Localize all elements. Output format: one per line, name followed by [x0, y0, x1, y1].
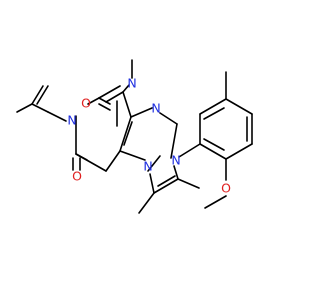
bond [173, 165, 179, 180]
bond [75, 153, 107, 172]
bond [178, 143, 201, 158]
atom-label-nitrogen: N [151, 101, 160, 116]
bond [47, 111, 67, 122]
bond [203, 138, 225, 151]
bond [98, 97, 111, 105]
bond [31, 85, 44, 105]
atom-label-nitrogen: N [143, 159, 152, 174]
bond [119, 150, 146, 161]
bond [177, 178, 200, 189]
bond [225, 98, 253, 115]
atom-label-oxygen: O [72, 169, 82, 184]
bond [199, 98, 227, 115]
atom-label-layer: O N N N O N N O [67, 76, 231, 196]
bond [153, 178, 179, 194]
bond [16, 103, 33, 113]
bond [204, 195, 227, 209]
bond [31, 103, 49, 113]
bond-layer [16, 59, 253, 214]
chemical-structure: O N N N O N N O [16, 59, 253, 214]
bond [170, 123, 178, 159]
bond [130, 107, 153, 118]
bond [149, 173, 155, 194]
bond [203, 107, 225, 120]
bond [105, 91, 124, 103]
atom-label-nitrogen: N [127, 76, 136, 91]
bond [87, 97, 100, 105]
bond [122, 91, 132, 118]
atom-label-nitrogen: N [171, 153, 180, 168]
atom-label-oxygen: O [81, 96, 91, 111]
structure-canvas: O N N N O N N O [16, 59, 253, 214]
bond [147, 155, 161, 172]
bond [98, 103, 111, 111]
bond [199, 143, 227, 160]
bond [105, 150, 121, 172]
bond [122, 84, 130, 93]
bond [157, 175, 176, 187]
bond [98, 85, 121, 99]
bond [119, 116, 132, 152]
bond [36, 85, 49, 105]
atom-label-nitrogen: N [67, 113, 76, 128]
bond [123, 121, 133, 146]
bond [225, 143, 253, 160]
bond [138, 192, 155, 214]
atom-label-oxygen: O [221, 181, 231, 196]
bond [159, 112, 178, 125]
